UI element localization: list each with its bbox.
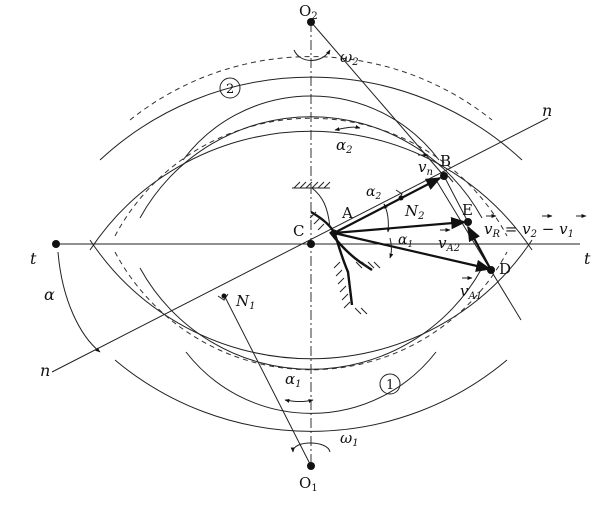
line-B-E (443, 175, 469, 223)
line-O1-N1 (223, 294, 312, 467)
label-wheel1: 1 (386, 378, 394, 393)
label-vA1: vA1 (460, 282, 482, 302)
point-D (487, 266, 495, 274)
label-vR-equation: vR = v2 − v1 (484, 220, 574, 240)
normal-line-n (51, 117, 549, 373)
point-O1 (307, 462, 315, 470)
vector-hat-marks (418, 153, 587, 280)
alpha2-arc (334, 124, 361, 132)
label-wheel2: 2 (226, 82, 234, 97)
gear1-root-circle (139, 267, 483, 370)
point-E (464, 218, 472, 226)
alpha1-at-A-arc (389, 237, 394, 259)
label-alpha2-at-A: α2 (366, 184, 381, 202)
label-O2: O2 (299, 2, 318, 22)
label-n-bottom: n (40, 361, 50, 380)
label-O1: O1 (299, 474, 318, 494)
alpha2-at-A-arc (383, 203, 391, 233)
hatching-right (354, 261, 381, 315)
label-alpha: α (44, 285, 55, 304)
point-O2 (307, 18, 315, 26)
point-B (440, 172, 448, 180)
gear2-pitch-circle (114, 117, 508, 237)
point-C (307, 240, 315, 248)
label-vA2: vA2 (438, 234, 460, 254)
wheel2-circle (219, 77, 241, 99)
line-O2-B (310, 21, 445, 177)
right-angle-N1 (217, 293, 229, 301)
point-t (52, 240, 60, 248)
alpha1-arc (284, 398, 314, 404)
label-D: D (499, 260, 511, 278)
label-alpha1-at-A: α1 (398, 232, 413, 250)
gear1-tip-circle (89, 239, 533, 360)
hatching-left (309, 211, 351, 309)
label-N2: N2 (404, 202, 425, 222)
label-n-top: n (542, 101, 552, 120)
gear2-outer-arc (99, 76, 523, 161)
gear2-base-circle (182, 95, 440, 161)
gear1-base-circle (185, 351, 437, 414)
label-vn: vn (418, 158, 433, 178)
label-omega1: ω1 (340, 429, 359, 449)
label-alpha2: α2 (336, 136, 353, 156)
alpha-arc (57, 251, 101, 353)
label-N1: N1 (235, 292, 256, 312)
omega2-arrow (293, 49, 331, 61)
label-A: A (341, 204, 353, 222)
gear1-pitch-circle (114, 251, 508, 371)
label-alpha1: α1 (285, 370, 302, 390)
gear2-outer-dashed-arc (129, 56, 493, 121)
gear1-outer-arc (114, 359, 508, 432)
omega1-arrow (290, 442, 331, 453)
label-B: B (440, 152, 451, 170)
flank-line-right (435, 179, 522, 321)
vector-vA1 (333, 231, 492, 272)
label-C: C (293, 222, 304, 240)
label-t-left: t (30, 249, 37, 268)
point-A (330, 229, 338, 237)
wheel1-circle (379, 373, 401, 395)
label-E: E (462, 201, 473, 219)
hatching-upper (292, 181, 331, 189)
label-omega2: ω2 (340, 48, 359, 68)
vector-vR (467, 225, 492, 271)
tooth-profile-upper (311, 187, 331, 229)
right-angle-B (447, 175, 454, 183)
point-N2 (398, 195, 404, 201)
gear2-root-circle (139, 116, 483, 219)
vector-vA2 (333, 217, 467, 235)
label-t-right: t (584, 249, 591, 268)
point-N1 (221, 293, 227, 299)
gear2-tip-circle (89, 130, 533, 251)
